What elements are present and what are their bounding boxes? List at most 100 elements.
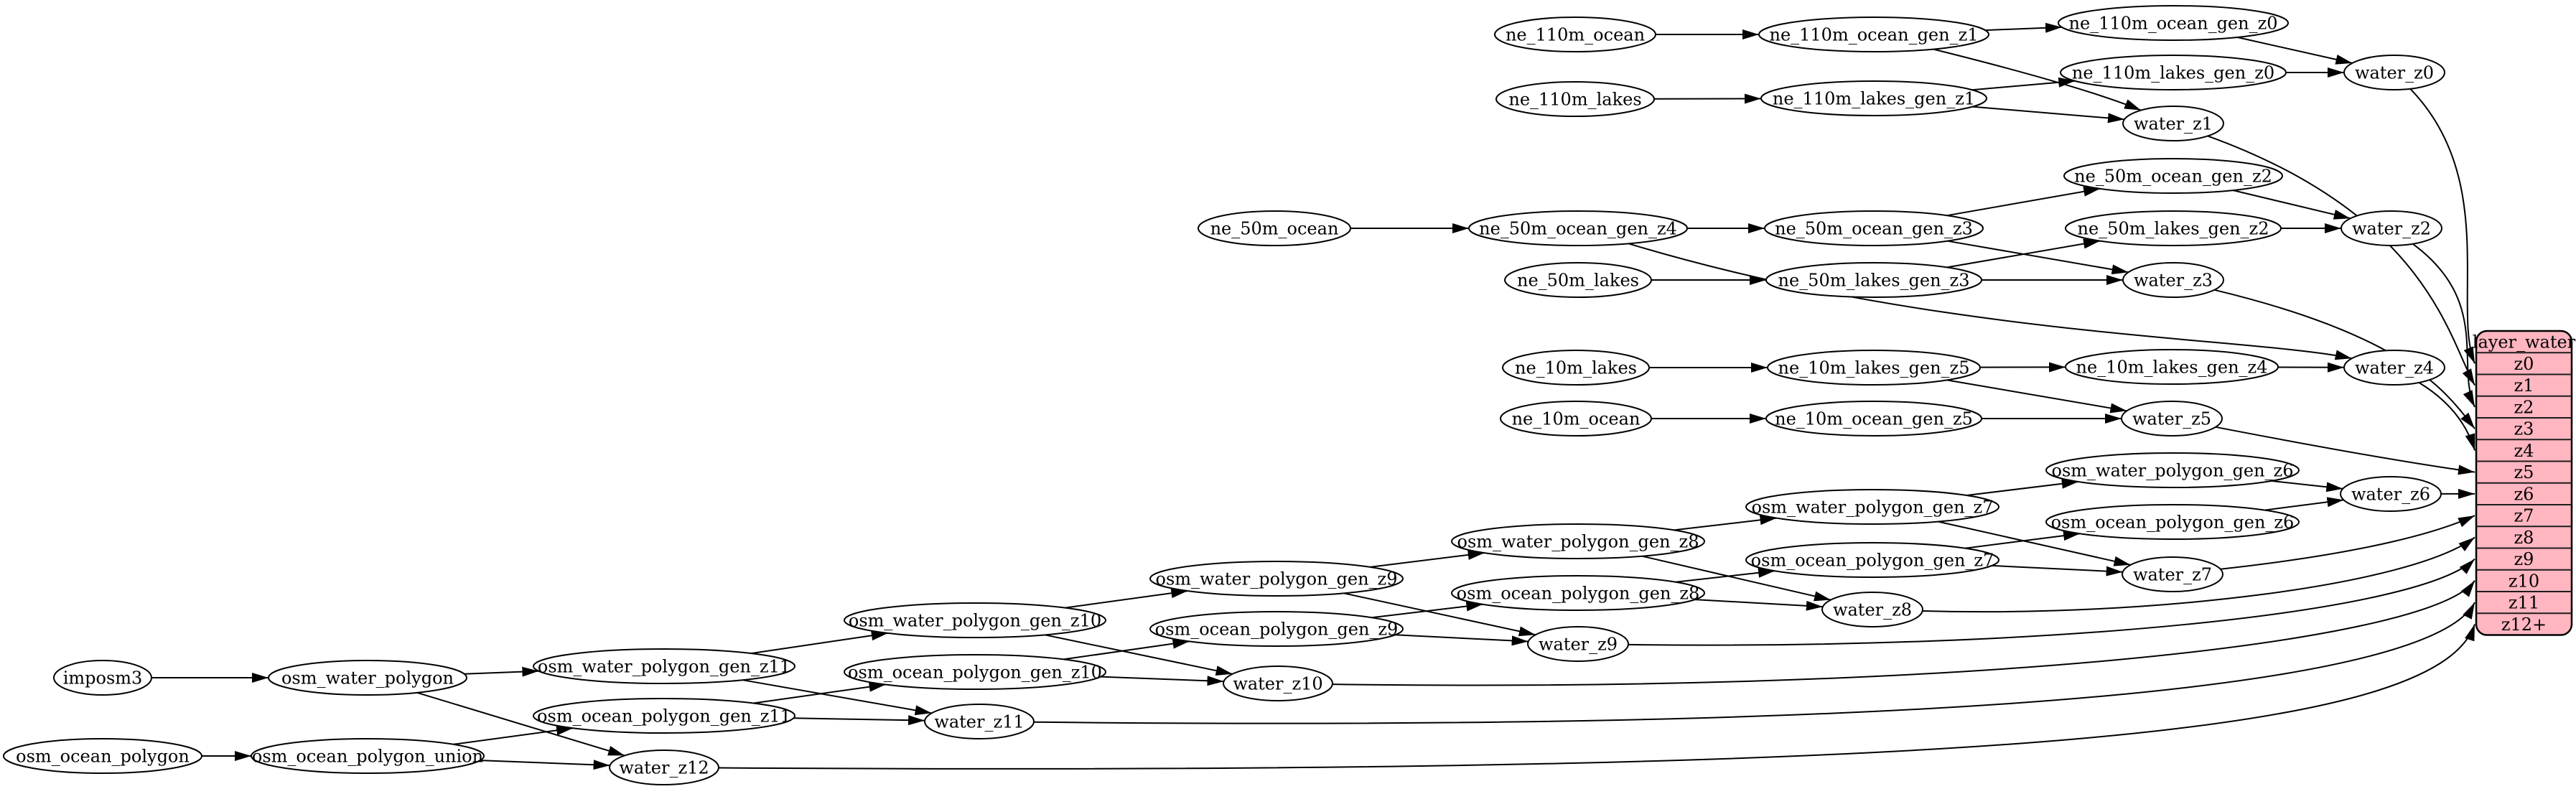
- table-row-label-z0: z0: [2514, 354, 2534, 374]
- node-label: ne_110m_ocean_gen_z0: [2068, 14, 2277, 34]
- node-osm_ocean_polygon_gen_z6: osm_ocean_polygon_gen_z6: [2045, 504, 2300, 540]
- node-label: osm_water_polygon_gen_z11: [538, 657, 790, 677]
- node-shape: [2341, 210, 2442, 246]
- node-label: water_z8: [1833, 600, 1912, 620]
- node-label: osm_ocean_polygon: [16, 747, 190, 767]
- node-shape: [1495, 81, 1655, 117]
- node-shape: [844, 602, 1106, 638]
- node-ne_10m_lakes: ne_10m_lakes: [1502, 350, 1650, 386]
- node-ne_50m_lakes_gen_z2: ne_50m_lakes_gen_z2: [2065, 210, 2282, 246]
- node-shape: [844, 654, 1106, 690]
- node-shape: [1494, 17, 1656, 52]
- edge-osm_water_polygon_gen_z7--water_z7: [1938, 520, 2131, 566]
- node-label: osm_ocean_polygon_gen_z7: [1751, 551, 1994, 571]
- edge-osm_ocean_polygon_gen_z9--osm_ocean_polygon_gen_z8: [1371, 601, 1483, 619]
- node-water_z5: water_z5: [2121, 401, 2223, 436]
- node-ne_10m_lakes_gen_z5: ne_10m_lakes_gen_z5: [1767, 350, 1981, 386]
- node-osm_water_polygon_gen_z9: osm_water_polygon_gen_z9: [1149, 561, 1404, 597]
- node-osm_water_polygon_gen_z8: osm_water_polygon_gen_z8: [1451, 523, 1705, 559]
- node-label: imposm3: [63, 668, 143, 688]
- node-ne_110m_lakes_gen_z1: ne_110m_lakes_gen_z1: [1760, 80, 1987, 116]
- node-ne_110m_lakes_gen_z0: ne_110m_lakes_gen_z0: [2060, 55, 2287, 90]
- edge-osm_ocean_polygon_gen_z11--osm_ocean_polygon_gen_z10: [753, 681, 886, 704]
- edge-osm_ocean_polygon_union--osm_ocean_polygon_gen_z11: [453, 725, 574, 745]
- edge-ne_110m_ocean_gen_z0--water_z0: [2236, 36, 2353, 65]
- node-label: ne_110m_ocean: [1506, 25, 1645, 45]
- node-ne_50m_ocean_gen_z3: ne_50m_ocean_gen_z3: [1764, 210, 1984, 246]
- edge-osm_ocean_polygon_gen_z10--water_z10: [1100, 676, 1224, 686]
- edge-osm_water_polygon_gen_z8--osm_water_polygon_gen_z7: [1674, 515, 1777, 531]
- node-label: water_z4: [2355, 358, 2434, 378]
- node-osm_ocean_polygon_union: osm_ocean_polygon_union: [251, 738, 485, 774]
- edge-water_z5--layer_water-z5: [2215, 426, 2475, 475]
- table-row-label-z8: z8: [2514, 528, 2534, 548]
- node-shape: [1745, 542, 1999, 578]
- node-osm_ocean_polygon_gen_z8: osm_ocean_polygon_gen_z8: [1451, 575, 1705, 611]
- node-shape: [2063, 158, 2283, 194]
- edge-osm_water_polygon_gen_z10--water_z10: [1045, 634, 1233, 676]
- node-label: ne_50m_lakes_gen_z2: [2078, 219, 2269, 239]
- node-label: water_z9: [1539, 635, 1618, 655]
- node-label: ne_50m_ocean_gen_z4: [1479, 219, 1677, 239]
- node-ne_10m_lakes_gen_z4: ne_10m_lakes_gen_z4: [2065, 349, 2279, 385]
- edge-osm_ocean_polygon_gen_z7--osm_ocean_polygon_gen_z6: [1964, 531, 2081, 549]
- edge-ne_50m_ocean_gen_z2--water_z2: [2233, 190, 2351, 220]
- node-osm_water_polygon_gen_z10: osm_water_polygon_gen_z10: [844, 602, 1106, 638]
- node-shape: [1468, 210, 1688, 246]
- edge-water_z7--layer_water-z7: [2220, 515, 2475, 570]
- node-label: ne_10m_lakes: [1515, 358, 1637, 378]
- node-osm_water_polygon_gen_z7: osm_water_polygon_gen_z7: [1745, 489, 1999, 525]
- node-ne_50m_lakes: ne_50m_lakes: [1504, 262, 1652, 298]
- node-ne_110m_ocean: ne_110m_ocean: [1494, 17, 1656, 52]
- node-shape: [1764, 210, 1984, 246]
- node-shape: [1149, 561, 1404, 597]
- edge-osm_ocean_polygon_gen_z9--water_z9: [1395, 634, 1529, 646]
- node-water_z8: water_z8: [1821, 592, 1923, 627]
- edge-ne_50m_ocean_gen_z3--ne_50m_ocean_gen_z2: [1946, 186, 2101, 217]
- node-shape: [1502, 350, 1650, 386]
- node-shape: [2060, 55, 2287, 90]
- node-water_z7: water_z7: [2122, 556, 2223, 592]
- edge-osm_ocean_polygon_gen_z8--osm_ocean_polygon_gen_z7: [1675, 567, 1775, 583]
- node-osm_water_polygon_gen_z6: osm_water_polygon_gen_z6: [2045, 452, 2300, 488]
- edge-osm_ocean_polygon_gen_z10--osm_ocean_polygon_gen_z9: [1063, 638, 1190, 660]
- edge-osm_water_polygon_gen_z11--water_z11: [742, 679, 932, 716]
- node-shape: [2045, 504, 2300, 540]
- node-shape: [1451, 575, 1705, 611]
- edge-osm_water_polygon_gen_z6--water_z6: [2271, 480, 2343, 492]
- table-row-label-z12plus: z12+: [2501, 615, 2547, 635]
- node-label: ne_50m_lakes_gen_z3: [1778, 271, 1970, 291]
- edge-ne_50m_ocean_gen_z4--water_z4: [1628, 243, 2352, 360]
- node-shape: [1758, 17, 1989, 52]
- table-row-label-z4: z4: [2514, 441, 2534, 461]
- node-label: osm_water_polygon: [281, 668, 454, 688]
- node-shape: [2045, 452, 2300, 488]
- node-shape: [2121, 401, 2223, 436]
- node-shape: [2340, 476, 2442, 512]
- node-water_z11: water_z11: [924, 704, 1035, 739]
- node-ne_50m_ocean: ne_50m_ocean: [1198, 210, 1351, 246]
- edge-osm_ocean_polygon_gen_z11--water_z11: [793, 715, 925, 726]
- edge-water_z9--layer_water-z9: [1628, 558, 2475, 646]
- node-label: water_z6: [2351, 485, 2430, 505]
- node-shape: [1451, 523, 1705, 559]
- node-label: ne_110m_lakes_gen_z1: [1773, 89, 1975, 109]
- edge-water_z11--layer_water-z11: [1033, 602, 2475, 724]
- node-shape: [1821, 592, 1923, 627]
- table-row-label-z9: z9: [2514, 549, 2534, 569]
- node-osm_ocean_polygon_gen_z10: osm_ocean_polygon_gen_z10: [844, 654, 1106, 690]
- node-shape: [1767, 350, 1981, 386]
- node-shape: [268, 660, 467, 696]
- table-row-label-z6: z6: [2514, 484, 2534, 504]
- edge-layer: [151, 22, 2475, 770]
- node-shape: [53, 660, 152, 696]
- node-shape: [1198, 210, 1351, 246]
- node-label: osm_ocean_polygon_gen_z6: [2051, 513, 2295, 533]
- node-water_z10: water_z10: [1223, 666, 1333, 701]
- node-label: ne_110m_lakes_gen_z0: [2072, 63, 2274, 83]
- edge-water_z4--layer_water-z4: [2418, 382, 2475, 451]
- edge-osm_water_polygon_gen_z9--osm_water_polygon_gen_z8: [1370, 549, 1485, 568]
- node-label: ne_10m_ocean: [1512, 409, 1641, 429]
- node-shape: [1745, 489, 1999, 525]
